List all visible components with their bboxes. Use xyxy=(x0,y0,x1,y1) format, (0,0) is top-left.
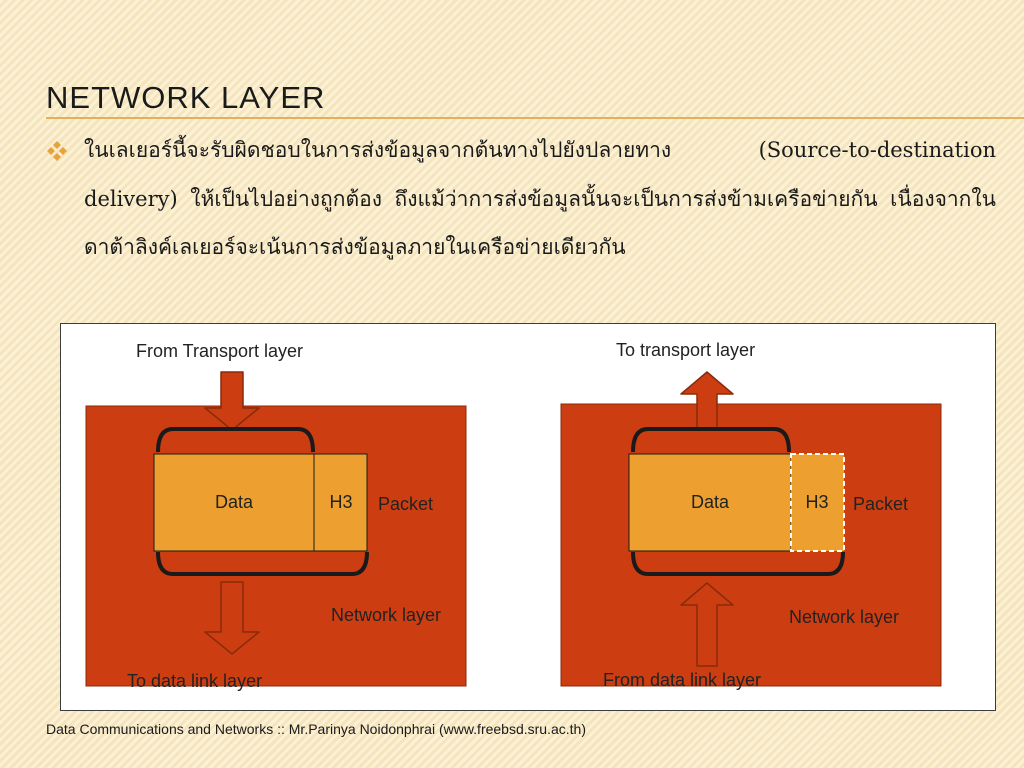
sender-bracket-top xyxy=(156,427,315,453)
receiver-layer-label: Network layer xyxy=(789,607,899,627)
slide-footer: Data Communications and Networks :: Mr.P… xyxy=(46,721,586,737)
receiver-bracket-bottom xyxy=(631,551,845,576)
sender-data-segment xyxy=(153,453,315,552)
sender-packet-label: Packet xyxy=(378,494,433,514)
sender-side: From Transport layer Data H3 Packet Netw… xyxy=(85,341,467,691)
sender-bracket-bottom xyxy=(156,551,369,576)
receiver-up-arrow-bottom xyxy=(680,582,734,667)
sender-top-label: From Transport layer xyxy=(136,341,303,361)
sender-h3-header xyxy=(313,453,368,552)
network-layer-figure: From Transport layer Data H3 Packet Netw… xyxy=(60,323,996,711)
receiver-top-label: To transport layer xyxy=(616,340,755,360)
diamond-bullet-icon xyxy=(47,141,67,161)
sender-layer-label: Network layer xyxy=(331,605,441,625)
sender-header-label: H3 xyxy=(329,492,352,512)
receiver-bottom-label: From data link layer xyxy=(603,670,761,690)
receiver-data-segment xyxy=(628,453,792,552)
sender-down-arrow-top xyxy=(204,371,260,431)
sender-down-arrow-bottom xyxy=(204,581,260,655)
body-paragraph: ในเลเยอร์นี้จะรับผิดชอบในการส่งข้อมูลจาก… xyxy=(84,138,996,259)
slide-title: Network Layer xyxy=(46,80,326,115)
sender-bottom-label: To data link layer xyxy=(127,671,262,691)
receiver-bracket-top xyxy=(631,427,791,453)
receiver-h3-header xyxy=(790,453,845,552)
title-divider xyxy=(46,117,1024,119)
receiver-data-label: Data xyxy=(691,492,730,512)
receiver-header-label: H3 xyxy=(805,492,828,512)
receiver-packet-label: Packet xyxy=(853,494,908,514)
sender-data-label: Data xyxy=(215,492,254,512)
network-layer-diagram: From Transport layer Data H3 Packet Netw… xyxy=(85,340,942,691)
receiver-side: To transport layer Data H3 Packet Networ… xyxy=(560,340,942,690)
